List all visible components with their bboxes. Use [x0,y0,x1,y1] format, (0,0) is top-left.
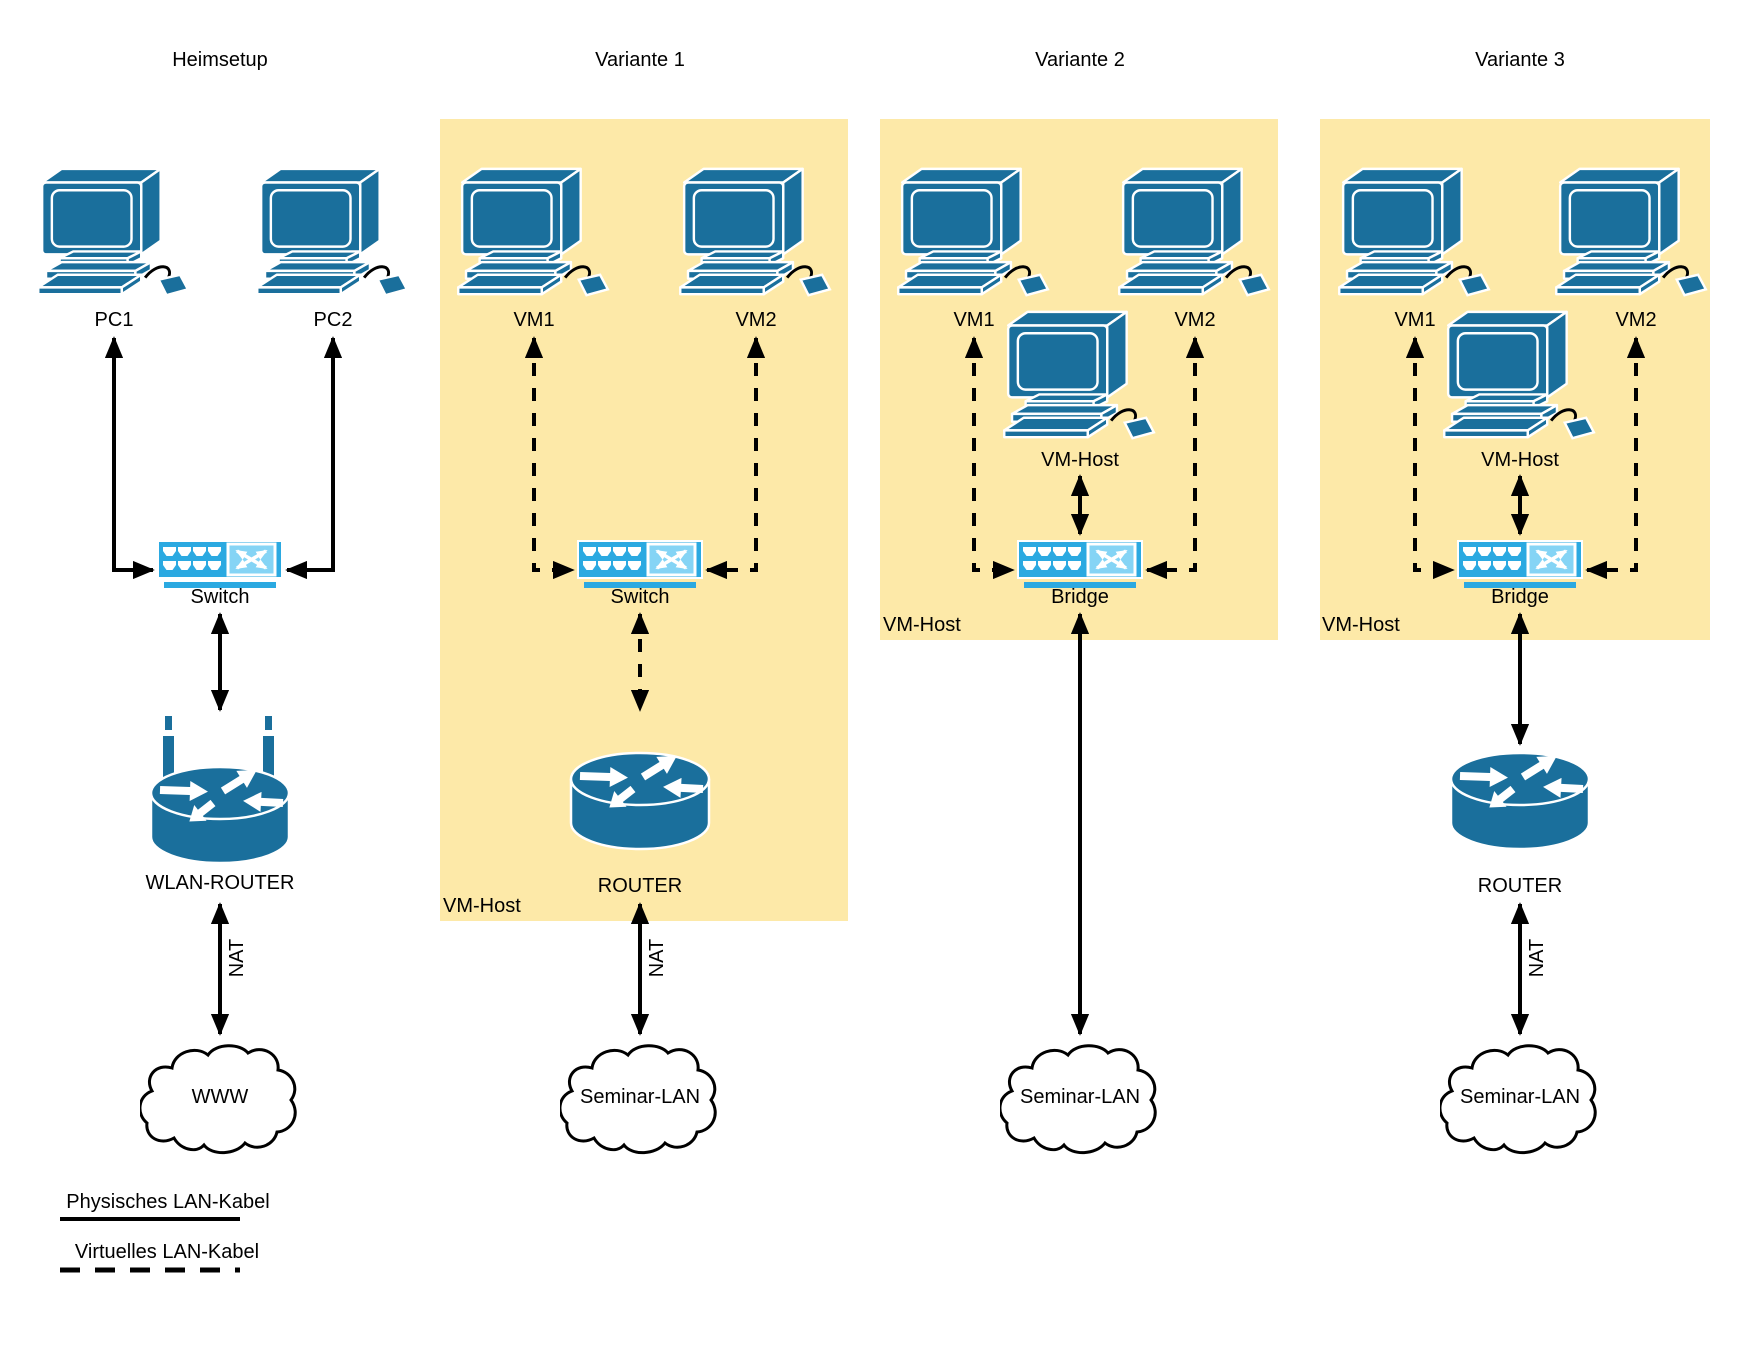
v1-vmhost-box-label: VM-Host [443,895,521,917]
v1-nat-label: NAT [646,938,668,978]
pc1-computer-icon [32,165,198,301]
v3-bridge-label: Bridge [1491,586,1549,608]
v2-vm2-label: VM2 [1174,309,1216,331]
column-title-variante1: Variante 1 [595,49,685,71]
v3-vm2-label: VM2 [1615,309,1657,331]
v3-vmhost-label: VM-Host [1481,449,1559,471]
heimsetup-switch-label: Switch [190,586,250,608]
v1-vm2-computer-icon [674,165,840,301]
v2-vmhost-computer-icon [998,308,1164,444]
v1-router-label: ROUTER [597,875,683,897]
v1-switch-icon [577,540,703,588]
v1-seminar-lan-label: Seminar-LAN [579,1086,701,1108]
v3-router-icon [1445,751,1595,851]
wlan-router-label: WLAN-ROUTER [145,872,295,894]
pc2-computer-icon [251,165,417,301]
v2-seminar-lan-label: Seminar-LAN [1019,1086,1141,1108]
v2-bridge-label: Bridge [1051,586,1109,608]
heimsetup-nat-label: NAT [226,938,248,978]
www-cloud-label: WWW [191,1086,249,1108]
pc1-label: PC1 [94,309,134,331]
v2-vm1-label: VM1 [953,309,995,331]
wlan-router-icon [145,715,295,865]
legend-virtual-label: Virtuelles LAN-Kabel [74,1241,260,1263]
v2-vm2-computer-icon [1113,165,1279,301]
v3-nat-label: NAT [1526,938,1548,978]
v3-vm2-computer-icon [1550,165,1716,301]
v1-vm1-computer-icon [452,165,618,301]
column-title-variante3: Variante 3 [1475,49,1565,71]
v1-vm1-label: VM1 [513,309,555,331]
v2-vm1-computer-icon [892,165,1058,301]
column-title-variante2: Variante 2 [1035,49,1125,71]
pc2-label: PC2 [313,309,353,331]
connector-pc1-switch [104,336,155,580]
v3-vmhost-computer-icon [1438,308,1604,444]
v3-vm1-computer-icon [1333,165,1499,301]
v3-vmhost-box-label: VM-Host [1322,614,1400,636]
v3-seminar-lan-label: Seminar-LAN [1459,1086,1581,1108]
v1-switch-label: Switch [610,586,670,608]
v3-bridge-icon [1457,540,1583,588]
connector-pc2-switch [285,336,343,580]
v3-vm1-label: VM1 [1394,309,1436,331]
v2-vmhost-box-label: VM-Host [883,614,961,636]
v2-bridge-icon [1017,540,1143,588]
v3-router-label: ROUTER [1477,875,1563,897]
column-title-heimsetup: Heimsetup [172,49,268,71]
v2-vmhost-label: VM-Host [1041,449,1119,471]
legend-physical-label: Physisches LAN-Kabel [66,1191,270,1213]
v1-vm2-label: VM2 [735,309,777,331]
v1-router-icon [565,751,715,851]
heimsetup-switch-icon [157,540,283,588]
